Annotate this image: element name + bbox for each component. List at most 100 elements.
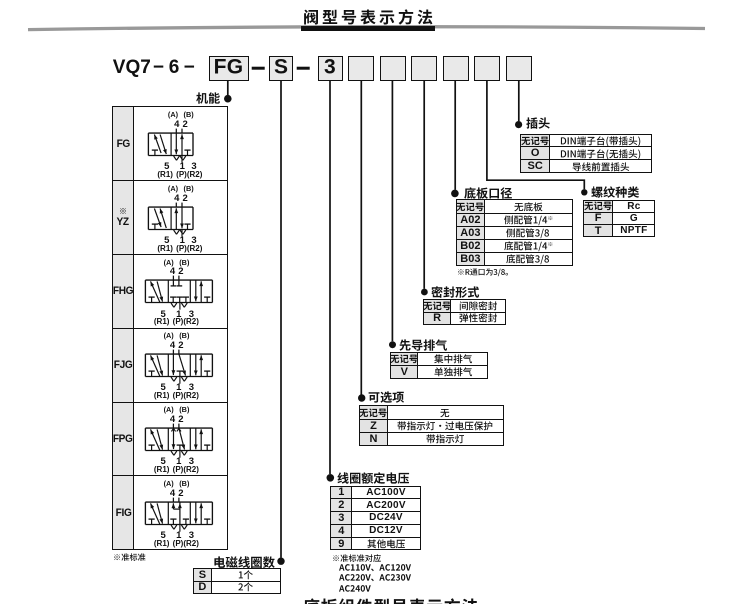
spec-value-cell: 无底板 bbox=[485, 200, 572, 212]
spec-row: N 带指示灯 bbox=[360, 431, 503, 446]
spec-value-cell: Rc bbox=[613, 201, 654, 212]
spec-label-plug: 插头 bbox=[526, 117, 550, 130]
spec-code: B03 bbox=[460, 253, 481, 266]
model-code-box-label: FG bbox=[213, 55, 244, 79]
spec-value-cell: 间隙密封 bbox=[451, 300, 505, 311]
spec-value-cell: 导线前置插头 bbox=[550, 160, 651, 172]
function-code: FG bbox=[116, 137, 130, 150]
port-number-bottom: 3 bbox=[191, 234, 197, 246]
spec-row: A02 侧配管1/4※ bbox=[457, 212, 572, 226]
title-underline bbox=[301, 26, 435, 31]
valve-symbol-pos3closed bbox=[144, 276, 213, 311]
spec-value-cell: DIN端子台(带插头) bbox=[550, 135, 651, 147]
spec-row: 无记号Rc bbox=[583, 200, 655, 212]
model-code-separator: − bbox=[183, 57, 195, 79]
spec-footnote-line: AC110V、AC120V bbox=[339, 563, 411, 572]
spec-value-cell: DIN端子台(无插头) bbox=[550, 147, 651, 159]
spec-code: N bbox=[369, 433, 378, 446]
spec-value: 侧配管1/4※ bbox=[503, 215, 553, 225]
spec-value: DC24V bbox=[369, 512, 403, 524]
port-number-bottom: 1 bbox=[179, 160, 185, 172]
port-number-bottom: 1 bbox=[176, 530, 182, 542]
spec-code: A02 bbox=[460, 213, 481, 226]
spec-code-cell: B03 bbox=[457, 253, 485, 266]
spec-code-cell: 无记号 bbox=[456, 200, 485, 213]
function-code: FPG bbox=[113, 433, 133, 446]
spec-code-cell: F bbox=[583, 212, 614, 224]
spec-value-cell: 带指示灯·过电压保护 bbox=[388, 420, 503, 432]
spec-code: S bbox=[198, 568, 207, 581]
spec-value: G bbox=[629, 212, 638, 224]
spec-label-subplate: 底板口径 bbox=[463, 187, 512, 199]
spec-code: 3 bbox=[338, 511, 345, 524]
spec-code: 无记号 bbox=[456, 202, 484, 212]
valve-symbol-pos2a bbox=[147, 128, 194, 163]
port-number-bottom: 5 bbox=[160, 456, 166, 468]
spec-code-cell: 3 bbox=[331, 511, 353, 524]
spec-value: 带指示灯·过电压保护 bbox=[397, 421, 493, 431]
spec-value: 弹性密封 bbox=[459, 313, 497, 323]
port-names-top: (A) (B) bbox=[163, 479, 190, 489]
spec-row: 9 其他电压 bbox=[331, 536, 420, 550]
spec-table-plug: 无记号DIN端子台(带插头)ODIN端子台(无插头)SC导线前置插头 bbox=[520, 133, 652, 174]
spec-code-cell: 2 bbox=[331, 499, 353, 511]
spec-value: 导线前置插头 bbox=[572, 161, 630, 172]
spec-value: 1个 bbox=[238, 570, 254, 580]
spec-code-cell: 无记号 bbox=[583, 200, 614, 212]
spec-code-cell: 无记号 bbox=[521, 134, 551, 147]
function-code-cell: ※YZ bbox=[113, 181, 135, 255]
spec-row: R 弹性密封 bbox=[424, 311, 506, 324]
port-number-bottom: 5 bbox=[160, 530, 166, 542]
function-code: YZ bbox=[116, 216, 130, 229]
spec-code-cell: N bbox=[360, 432, 388, 446]
spec-value-cell: 带指示灯 bbox=[388, 433, 503, 445]
spec-row: B03底配管3/8 bbox=[457, 252, 572, 266]
reference-mark: ※ bbox=[119, 207, 127, 215]
valve-symbol-pos2b bbox=[147, 202, 194, 237]
model-code-box-empty bbox=[442, 56, 469, 81]
port-names-bottom: (R1) (P)(R2) bbox=[157, 169, 203, 179]
spec-code: B02 bbox=[460, 239, 481, 252]
port-names-bottom: (R1) (P)(R2) bbox=[153, 317, 199, 327]
spec-code: 无记号 bbox=[390, 354, 418, 364]
spec-table-thread: 无记号RcFGTNPTF bbox=[582, 199, 656, 238]
port-number-bottom: 3 bbox=[188, 308, 195, 320]
port-number-bottom: 3 bbox=[188, 456, 195, 468]
spec-row: 无记号 无底板 bbox=[456, 200, 572, 213]
spec-code-cell: 9 bbox=[331, 538, 353, 550]
port-number-bottom: 5 bbox=[164, 234, 170, 246]
spec-value-cell: G bbox=[613, 213, 654, 224]
spec-table-subplate: 无记号无底板A02侧配管1/4※A03侧配管3/8B02底配管1/4※B03底配… bbox=[456, 199, 573, 267]
spec-code-cell: R bbox=[424, 312, 452, 324]
spec-value-cell: 其他电压 bbox=[352, 538, 419, 550]
function-code-cell: FPG bbox=[113, 402, 135, 476]
spec-value-cell: 单独排气 bbox=[418, 366, 487, 378]
spec-code-cell: Z bbox=[360, 419, 388, 432]
spec-value: NPTF bbox=[620, 225, 648, 237]
function-code-cell: FJG bbox=[113, 328, 135, 402]
spec-value: 其他电压 bbox=[367, 539, 405, 549]
spec-footnote-line: AC220V、AC230V bbox=[339, 573, 411, 582]
spec-value: DIN端子台(无插头) bbox=[560, 148, 641, 159]
spec-value-cell: 侧配管1/4※ bbox=[485, 214, 572, 226]
port-numbers-top: 4 2 bbox=[169, 340, 184, 352]
spec-value: 无底板 bbox=[514, 201, 543, 212]
model-code-box-empty bbox=[474, 56, 500, 81]
port-number-bottom: 1 bbox=[176, 382, 182, 394]
function-code-cell: FHG bbox=[113, 255, 135, 328]
spec-value: 带指示灯 bbox=[426, 434, 465, 444]
spec-row: SC导线前置插头 bbox=[521, 159, 651, 172]
spec-code: D bbox=[198, 581, 207, 594]
spec-code-cell: A02 bbox=[457, 213, 485, 226]
model-code-box-fg: FG bbox=[208, 55, 249, 81]
spec-row: 无记号无 bbox=[359, 406, 503, 419]
spec-row: 无记号间隙密封 bbox=[423, 300, 505, 312]
port-number-bottom: 5 bbox=[160, 308, 166, 320]
spec-code: 4 bbox=[338, 524, 345, 537]
